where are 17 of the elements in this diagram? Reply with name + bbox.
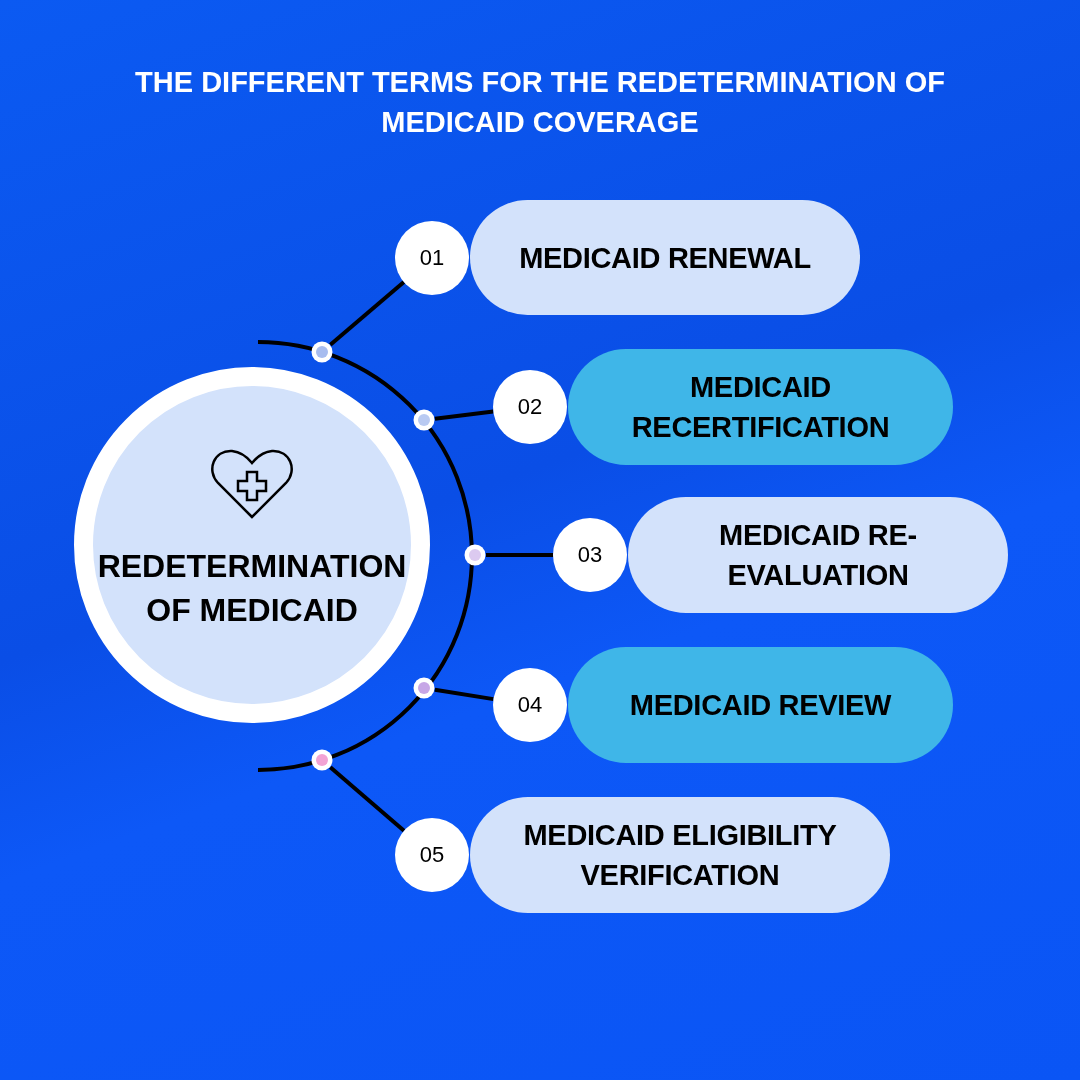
term-label: MEDICAID RENEWAL [519, 240, 811, 276]
step-number: 01 [419, 245, 445, 271]
connector-line [329, 280, 406, 347]
step-number: 02 [517, 394, 543, 420]
title: THE DIFFERENT TERMS FOR THE REDETERMINATION OF MEDICAID COVERAGE [134, 65, 946, 140]
term-label: MEDICAID REVIEW [629, 688, 892, 723]
step-number: 03 [577, 542, 603, 568]
connector-line [434, 687, 494, 702]
step-number: 04 [517, 692, 543, 718]
central-label: REDETERMINATION OF MEDICAID [97, 547, 407, 630]
connector-line [486, 553, 553, 557]
connector-line [329, 765, 406, 833]
connector-line [434, 409, 494, 421]
term-label: MEDICAID RE-EVALUATION [718, 518, 918, 593]
term-label: MEDICAID ELIGIBILITY VERIFICATION [522, 818, 838, 893]
term-label: MEDICAID RECERTIFICATION [630, 370, 891, 445]
step-number: 05 [419, 842, 445, 868]
